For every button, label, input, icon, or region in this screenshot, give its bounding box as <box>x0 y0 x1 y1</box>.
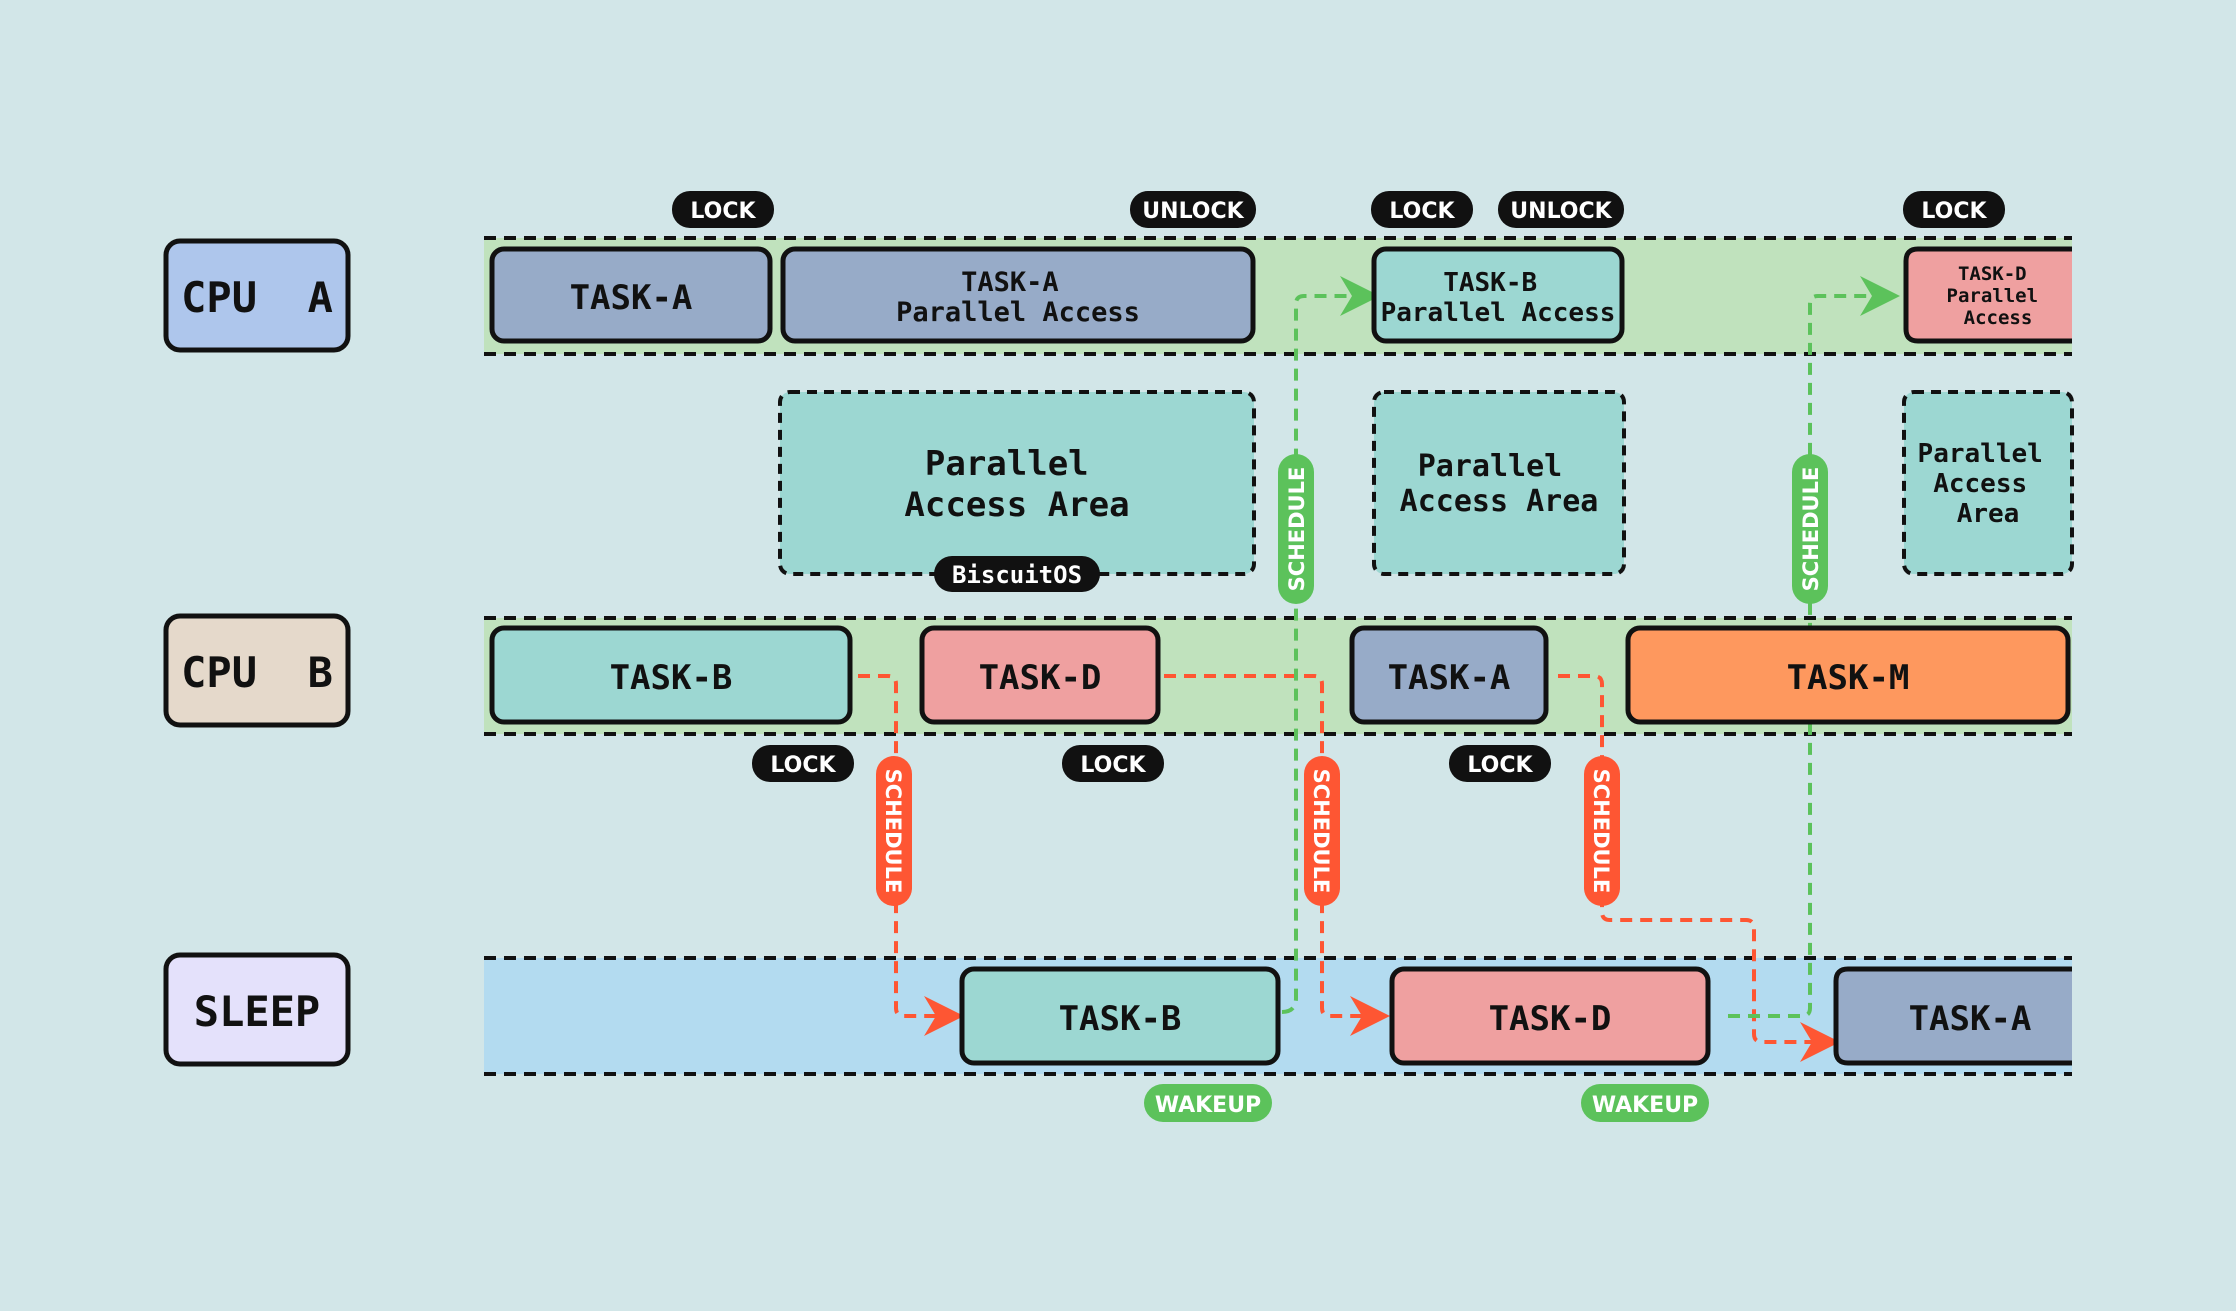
svg-text:UNLOCK: UNLOCK <box>1510 199 1612 224</box>
cpu-b-task-d: TASK-D <box>919 625 1161 725</box>
cpu-a-task-a: TASK-A <box>489 246 773 344</box>
schedule-pill-green-2: SCHEDULE <box>1792 454 1828 604</box>
biscuitos-watermark: BiscuitOS <box>934 556 1100 592</box>
svg-text:WAKEUP: WAKEUP <box>1155 1093 1261 1118</box>
schedule-path-sleep-task-d-to-cpu-a <box>1728 276 1900 1018</box>
lock-tag-top-3: LOCK <box>1903 191 2005 228</box>
svg-text:Parallel Access Area: Parallel Access Area <box>1400 449 1599 519</box>
unlock-tag-top-1: UNLOCK <box>1130 191 1256 228</box>
svg-text:SLEEP: SLEEP <box>194 987 320 1036</box>
svg-text:LOCK: LOCK <box>1389 199 1455 224</box>
row-label-cpu-b: CPU B <box>163 613 351 728</box>
svg-text:TASK-A: TASK-A <box>1909 999 2032 1039</box>
lock-tag-mid-1: LOCK <box>752 745 854 782</box>
svg-text:SCHEDULE: SCHEDULE <box>1309 769 1333 894</box>
sleep-task-d: TASK-D <box>1389 966 1711 1066</box>
parallel-access-area-3: Parallel Access Area <box>1902 390 2074 576</box>
svg-text:LOCK: LOCK <box>1467 753 1533 778</box>
svg-text:LOCK: LOCK <box>770 753 836 778</box>
svg-text:TASK-B Parallel Access: TASK-B Parallel Access <box>1381 268 1616 328</box>
cpu-a-task-d-parallel-access: TASK-D Parallel Access <box>1903 246 2072 344</box>
unlock-tag-top-2: UNLOCK <box>1498 191 1624 228</box>
schedule-pill-red-1: SCHEDULE <box>876 756 912 906</box>
cpu-a-task-b-parallel-access: TASK-B Parallel Access <box>1371 246 1625 344</box>
svg-text:CPU A: CPU A <box>181 273 333 322</box>
svg-text:TASK-A Parallel Access: TASK-A Parallel Access <box>896 267 1140 328</box>
lock-tag-mid-3: LOCK <box>1449 745 1551 782</box>
cpu-b-task-a: TASK-A <box>1349 625 1549 725</box>
schedule-pill-red-3: SCHEDULE <box>1584 756 1620 906</box>
svg-text:TASK-D: TASK-D <box>1489 999 1612 1039</box>
cpu-a-task-a-parallel-access: TASK-A Parallel Access <box>780 246 1256 344</box>
row-label-sleep: SLEEP <box>163 952 351 1067</box>
svg-text:TASK-B: TASK-B <box>610 658 733 698</box>
svg-text:SCHEDULE: SCHEDULE <box>1799 467 1823 592</box>
sleep-task-a: TASK-A <box>1833 966 2072 1066</box>
schedule-path-sleep-task-b-to-cpu-a <box>1281 276 1380 1014</box>
wakeup-tag-2: WAKEUP <box>1581 1084 1709 1122</box>
svg-text:LOCK: LOCK <box>1921 199 1987 224</box>
svg-text:SCHEDULE: SCHEDULE <box>881 769 905 894</box>
schedule-pill-green-1: SCHEDULE <box>1278 454 1314 604</box>
svg-text:TASK-D Parallel Ac: TASK-D Parallel Access <box>1947 263 2050 329</box>
cpu-b-task-m: TASK-M <box>1625 625 2071 725</box>
sleep-task-b: TASK-B <box>959 966 1281 1066</box>
svg-text:TASK-A: TASK-A <box>570 278 693 318</box>
parallel-access-area-1: Parallel Access Area <box>778 390 1256 576</box>
svg-text:SCHEDULE: SCHEDULE <box>1589 769 1613 894</box>
lock-tag-mid-2: LOCK <box>1062 745 1164 782</box>
svg-text:TASK-D: TASK-D <box>979 658 1102 698</box>
schedule-path-task-a-to-sleep <box>1558 674 1840 1062</box>
svg-text:Parallel Access Ar: Parallel Access Area <box>1918 439 2059 529</box>
parallel-access-area-2: Parallel Access Area <box>1372 390 1626 576</box>
svg-text:WAKEUP: WAKEUP <box>1592 1093 1698 1118</box>
svg-text:TASK-M: TASK-M <box>1787 658 1910 698</box>
svg-text:SCHEDULE: SCHEDULE <box>1285 467 1309 592</box>
svg-text:UNLOCK: UNLOCK <box>1142 199 1244 224</box>
schedule-pill-red-2: SCHEDULE <box>1304 756 1340 906</box>
svg-text:BiscuitOS: BiscuitOS <box>952 561 1082 589</box>
svg-text:LOCK: LOCK <box>1080 753 1146 778</box>
svg-text:Parallel Access Area: Parallel Access Area <box>904 444 1129 525</box>
row-label-cpu-a: CPU A <box>163 238 351 353</box>
cpu-b-task-b: TASK-B <box>489 625 853 725</box>
svg-text:CPU B: CPU B <box>181 648 333 697</box>
lock-tag-top-1: LOCK <box>672 191 774 228</box>
svg-text:LOCK: LOCK <box>690 199 756 224</box>
svg-text:TASK-A: TASK-A <box>1388 658 1511 698</box>
svg-text:TASK-B: TASK-B <box>1059 999 1182 1039</box>
wakeup-tag-1: WAKEUP <box>1144 1084 1272 1122</box>
lock-tag-top-2: LOCK <box>1371 191 1473 228</box>
